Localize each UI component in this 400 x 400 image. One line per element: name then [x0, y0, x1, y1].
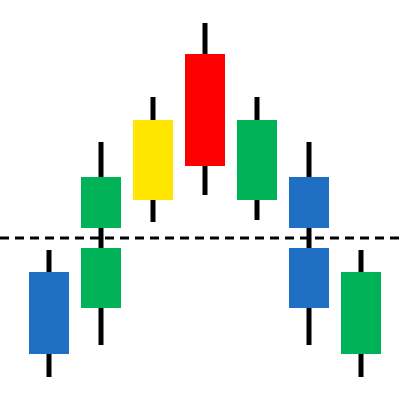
candle-2-wick	[98, 142, 104, 345]
candle-5-body	[185, 54, 225, 166]
candle-3	[81, 142, 121, 228]
candles-layer	[29, 23, 381, 377]
candle-4-body	[133, 120, 173, 200]
candle-1-body	[29, 272, 69, 354]
candle-7-body	[289, 177, 329, 228]
candle-3-body	[81, 177, 121, 228]
candle-6	[237, 97, 277, 220]
candle-9	[341, 250, 381, 377]
candle-8-body	[289, 248, 329, 308]
candle-4	[133, 97, 173, 222]
candle-2-body	[81, 248, 121, 308]
candle-6-body	[237, 120, 277, 200]
candle-9-body	[341, 272, 381, 354]
candle-1	[29, 250, 69, 377]
candle-7	[289, 142, 329, 240]
candle-8	[289, 240, 329, 345]
candle-2	[81, 142, 121, 345]
candle-5	[185, 23, 225, 195]
